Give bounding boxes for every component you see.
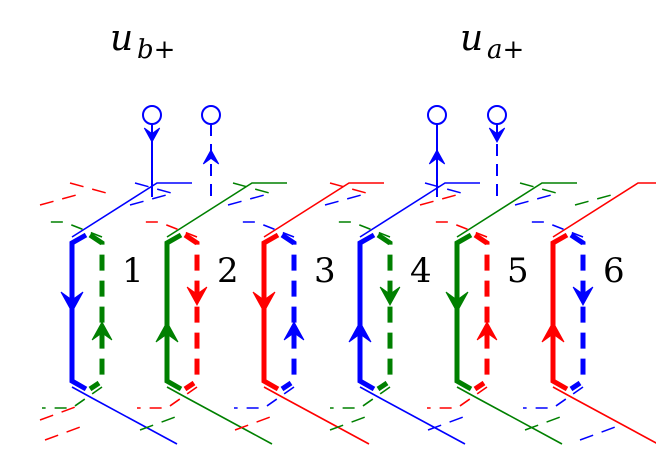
bottom-return-4 <box>330 386 391 409</box>
top-fragment-10 <box>227 193 269 206</box>
coil-label-1: 1 <box>122 251 144 291</box>
top-fragment-12 <box>419 193 461 206</box>
coil-1-solid-side <box>69 232 88 392</box>
title-right-subscript: a+ <box>487 35 524 65</box>
coil-5-solid-arrow <box>445 291 469 314</box>
coil-2-solid-side <box>164 232 183 392</box>
terminal-1-arrow <box>143 127 161 144</box>
coil-label-3: 3 <box>314 251 336 291</box>
top-lead-4 <box>359 182 480 238</box>
coil-6-dashed-side <box>569 232 586 392</box>
top-fragment-2 <box>69 182 111 195</box>
bottom-return-5 <box>427 386 488 409</box>
terminal-1-circle <box>142 105 162 125</box>
coil-4-dashed-arrow <box>379 286 401 307</box>
coil-4-dashed-side <box>376 232 393 392</box>
top-lead-1 <box>71 182 192 238</box>
bottom-fragment-5 <box>329 415 369 431</box>
coil-6-solid-arrow <box>541 320 565 343</box>
coil-6-dashed-arrow <box>572 286 594 307</box>
top-fragment-13 <box>514 193 556 206</box>
coil-6-solid-side <box>550 232 569 392</box>
bottom-lead-6 <box>552 386 656 444</box>
coil-3-dashed-arrow <box>283 320 305 341</box>
coil-2-dashed-side <box>183 232 200 392</box>
coil-1-dashed-arrow <box>91 320 113 341</box>
top-lead-6 <box>552 182 656 238</box>
bottom-return-3 <box>234 386 295 409</box>
bottom-lead-5 <box>456 386 563 445</box>
bottom-fragment-4 <box>234 415 274 431</box>
bottom-return-6 <box>523 386 584 409</box>
coil-label-5: 5 <box>507 251 529 291</box>
coil-4-solid-side <box>357 232 376 392</box>
terminal-4-arrow <box>488 127 506 144</box>
top-fragment-8 <box>574 193 616 206</box>
title-right-base: u <box>460 18 483 59</box>
bottom-lead-4 <box>359 386 466 445</box>
title-left-subscript: b+ <box>137 35 175 65</box>
coil-label-2: 2 <box>217 251 239 291</box>
bottom-fragment-6 <box>427 415 467 431</box>
coil-label-4: 4 <box>410 251 432 291</box>
coil-1-solid-arrow <box>60 291 84 314</box>
coil-2-solid-arrow <box>155 320 179 343</box>
coil-5-dashed-arrow <box>476 320 498 341</box>
coil-layer: 1 2 3 4 5 6 <box>39 105 656 445</box>
coil-label-6: 6 <box>603 251 625 291</box>
coil-5-dashed-side <box>473 232 490 392</box>
top-lead-3 <box>263 182 384 238</box>
top-fragment-11 <box>324 193 366 206</box>
top-fragment-6 <box>424 182 466 195</box>
title-left-base: u <box>110 18 133 59</box>
coil-3-solid-arrow <box>252 291 276 314</box>
bottom-fragment-3 <box>139 415 179 431</box>
terminal-4-circle <box>487 105 507 125</box>
terminal-3-circle <box>427 105 447 125</box>
bottom-lead-3 <box>263 386 370 445</box>
coil-2-dashed-arrow <box>186 286 208 307</box>
terminal-3-arrow <box>428 148 446 165</box>
terminal-2-arrow <box>202 148 220 165</box>
bottom-fragment-7 <box>524 415 564 431</box>
coil-1-dashed-side <box>88 232 105 392</box>
top-lead-5 <box>456 182 577 238</box>
coil-4-solid-arrow <box>348 320 372 343</box>
coil-3-solid-side <box>261 232 280 392</box>
bottom-fragment-2 <box>44 425 84 441</box>
title-right: u a+ <box>460 18 524 65</box>
bottom-fragment-1 <box>39 405 79 421</box>
top-fragment-4 <box>232 182 274 195</box>
terminal-2-circle <box>201 105 221 125</box>
top-fragment-7 <box>519 182 561 195</box>
coil-3-dashed-side <box>280 232 297 392</box>
bottom-lead-1 <box>71 386 178 445</box>
bottom-fragment-8 <box>579 425 619 441</box>
top-fragment-5 <box>329 182 371 195</box>
coil-5-solid-side <box>454 232 473 392</box>
top-lead-2 <box>166 182 287 238</box>
bottom-return-2 <box>137 386 198 409</box>
top-fragment-3 <box>134 182 176 195</box>
title-left: u b+ <box>110 18 175 65</box>
top-fragment-1 <box>39 193 81 206</box>
bottom-return-1 <box>42 386 103 409</box>
bottom-lead-2 <box>166 386 273 445</box>
top-fragment-9 <box>129 193 171 206</box>
